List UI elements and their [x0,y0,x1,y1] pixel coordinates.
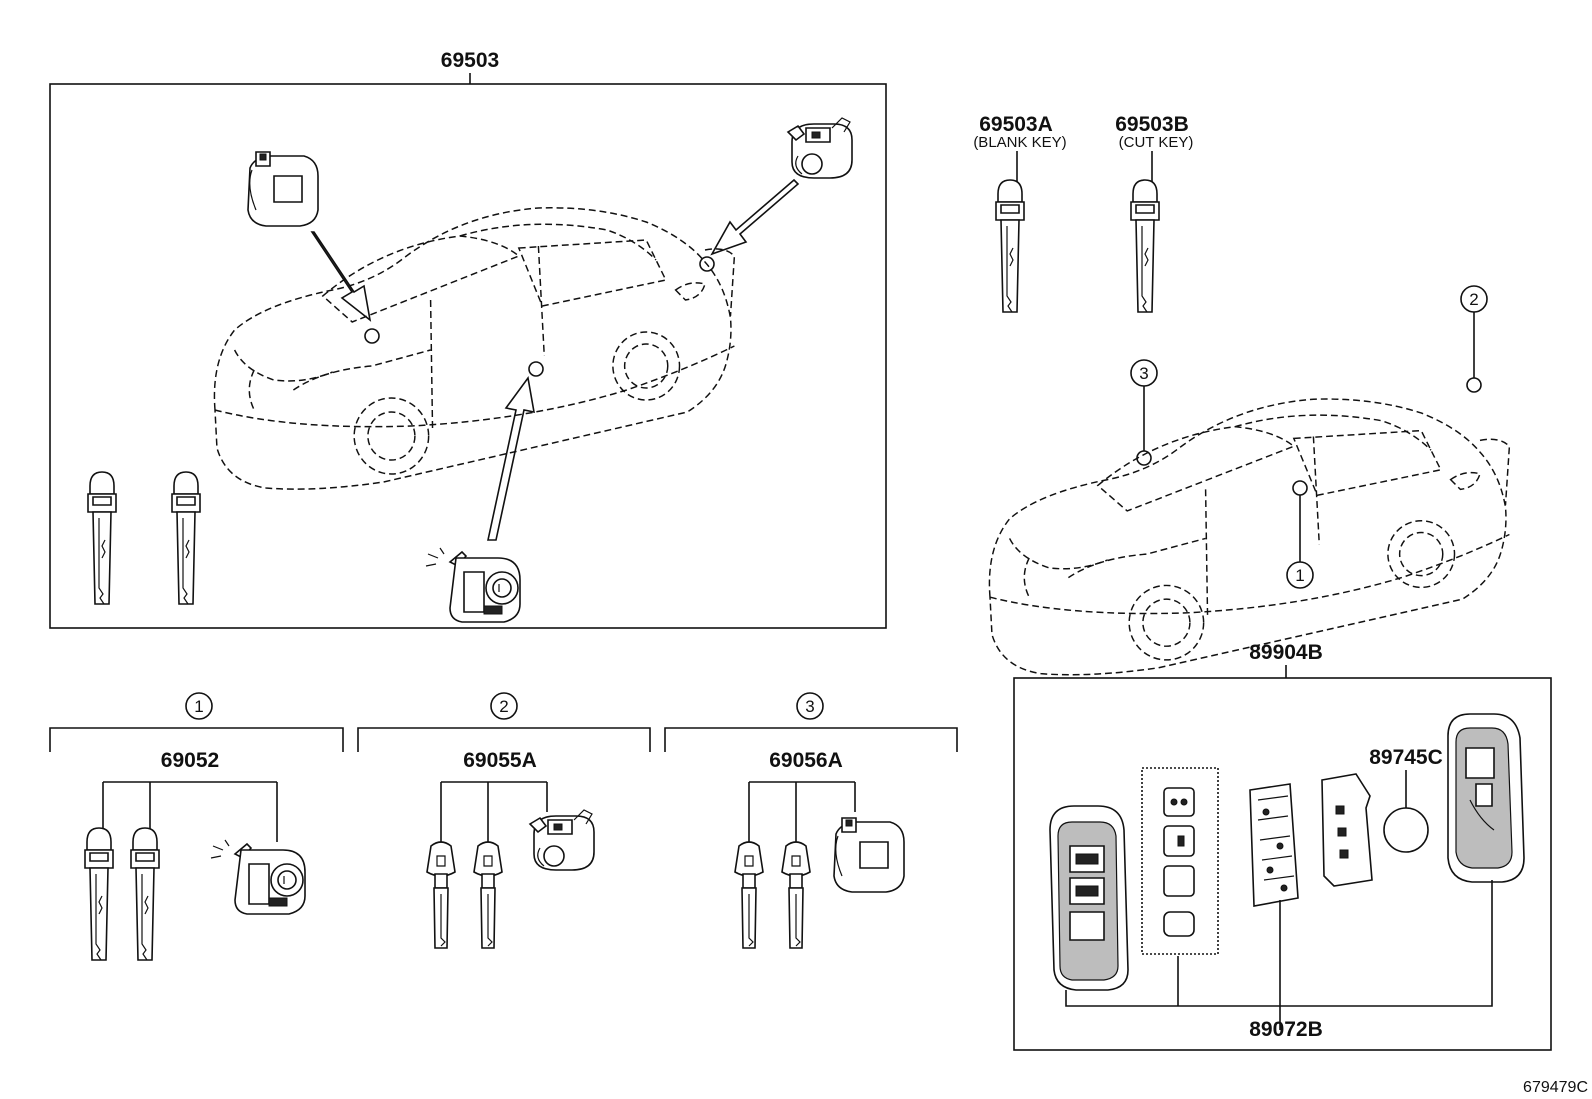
key-fob-front [1049,805,1129,991]
button-pads [1163,787,1195,937]
group1-door-lock [210,839,306,915]
car-illustration-left [213,207,736,490]
part-number-69503: 69503 [441,49,499,72]
blank-key [995,179,1025,313]
part-number-89904b: 89904B [1249,641,1323,664]
group3-glove-lock [833,817,905,893]
svg-text:3: 3 [805,697,814,716]
part-number-89745c: 89745C [1369,746,1443,769]
part-number-69503a: 69503A [979,113,1053,136]
callout-2-group: 2 [490,692,518,720]
callout-1-car: 1 [1286,561,1314,589]
button-set-box [1141,767,1219,955]
trunk-locator [699,256,715,272]
key-left-2 [171,471,201,605]
svg-text:2: 2 [499,697,508,716]
illustration-code: 679479C [1523,1079,1588,1096]
part-number-69055a: 69055A [463,749,537,772]
battery-holder [1321,773,1373,887]
group-2-bracket [357,727,651,752]
group1-key-2 [130,827,160,961]
group2-key-1 [426,841,456,949]
arrow-to-door [487,376,535,541]
part-number-69052: 69052 [161,749,219,772]
group-3-bracket [664,727,958,752]
main-assembly-box [49,83,887,629]
transmitter-box [1013,677,1552,1051]
group2-ignition-lock [529,809,595,871]
key-left-1 [87,471,117,605]
svg-text:3: 3 [1139,364,1148,383]
part-number-69503b: 69503B [1115,113,1189,136]
group-1-bracket [49,727,344,752]
group2-key-2 [473,841,503,949]
svg-text:2: 2 [1469,290,1478,309]
callout-2-car: 2 [1460,285,1488,313]
blank-key-label: (BLANK KEY) [973,134,1066,151]
glove-lock-part [247,151,319,227]
car-illustration-right [988,398,1511,676]
callout-3-car: 3 [1130,359,1158,387]
svg-text:1: 1 [194,697,203,716]
cut-key [1130,179,1160,313]
group3-key-1 [734,841,764,949]
door-locator [528,361,544,377]
door-lock-part [425,547,521,623]
arrow-to-hood [310,231,372,322]
housing-bracket [1065,880,1493,1030]
cut-key-label: (CUT KEY) [1119,134,1194,151]
key-fob-back [1447,713,1525,883]
group3-key-2 [781,841,811,949]
arrow-to-trunk [710,178,800,256]
part-number-89072b: 89072B [1249,1018,1323,1041]
circuit-board [1249,783,1299,907]
callout-3-group: 3 [796,692,824,720]
coin-battery [1383,807,1429,853]
svg-text:1: 1 [1295,566,1304,585]
hood-locator [364,328,380,344]
callout-1-group: 1 [185,692,213,720]
group1-key-1 [84,827,114,961]
trunk-lock-part [787,117,853,179]
part-number-69056a: 69056A [769,749,843,772]
